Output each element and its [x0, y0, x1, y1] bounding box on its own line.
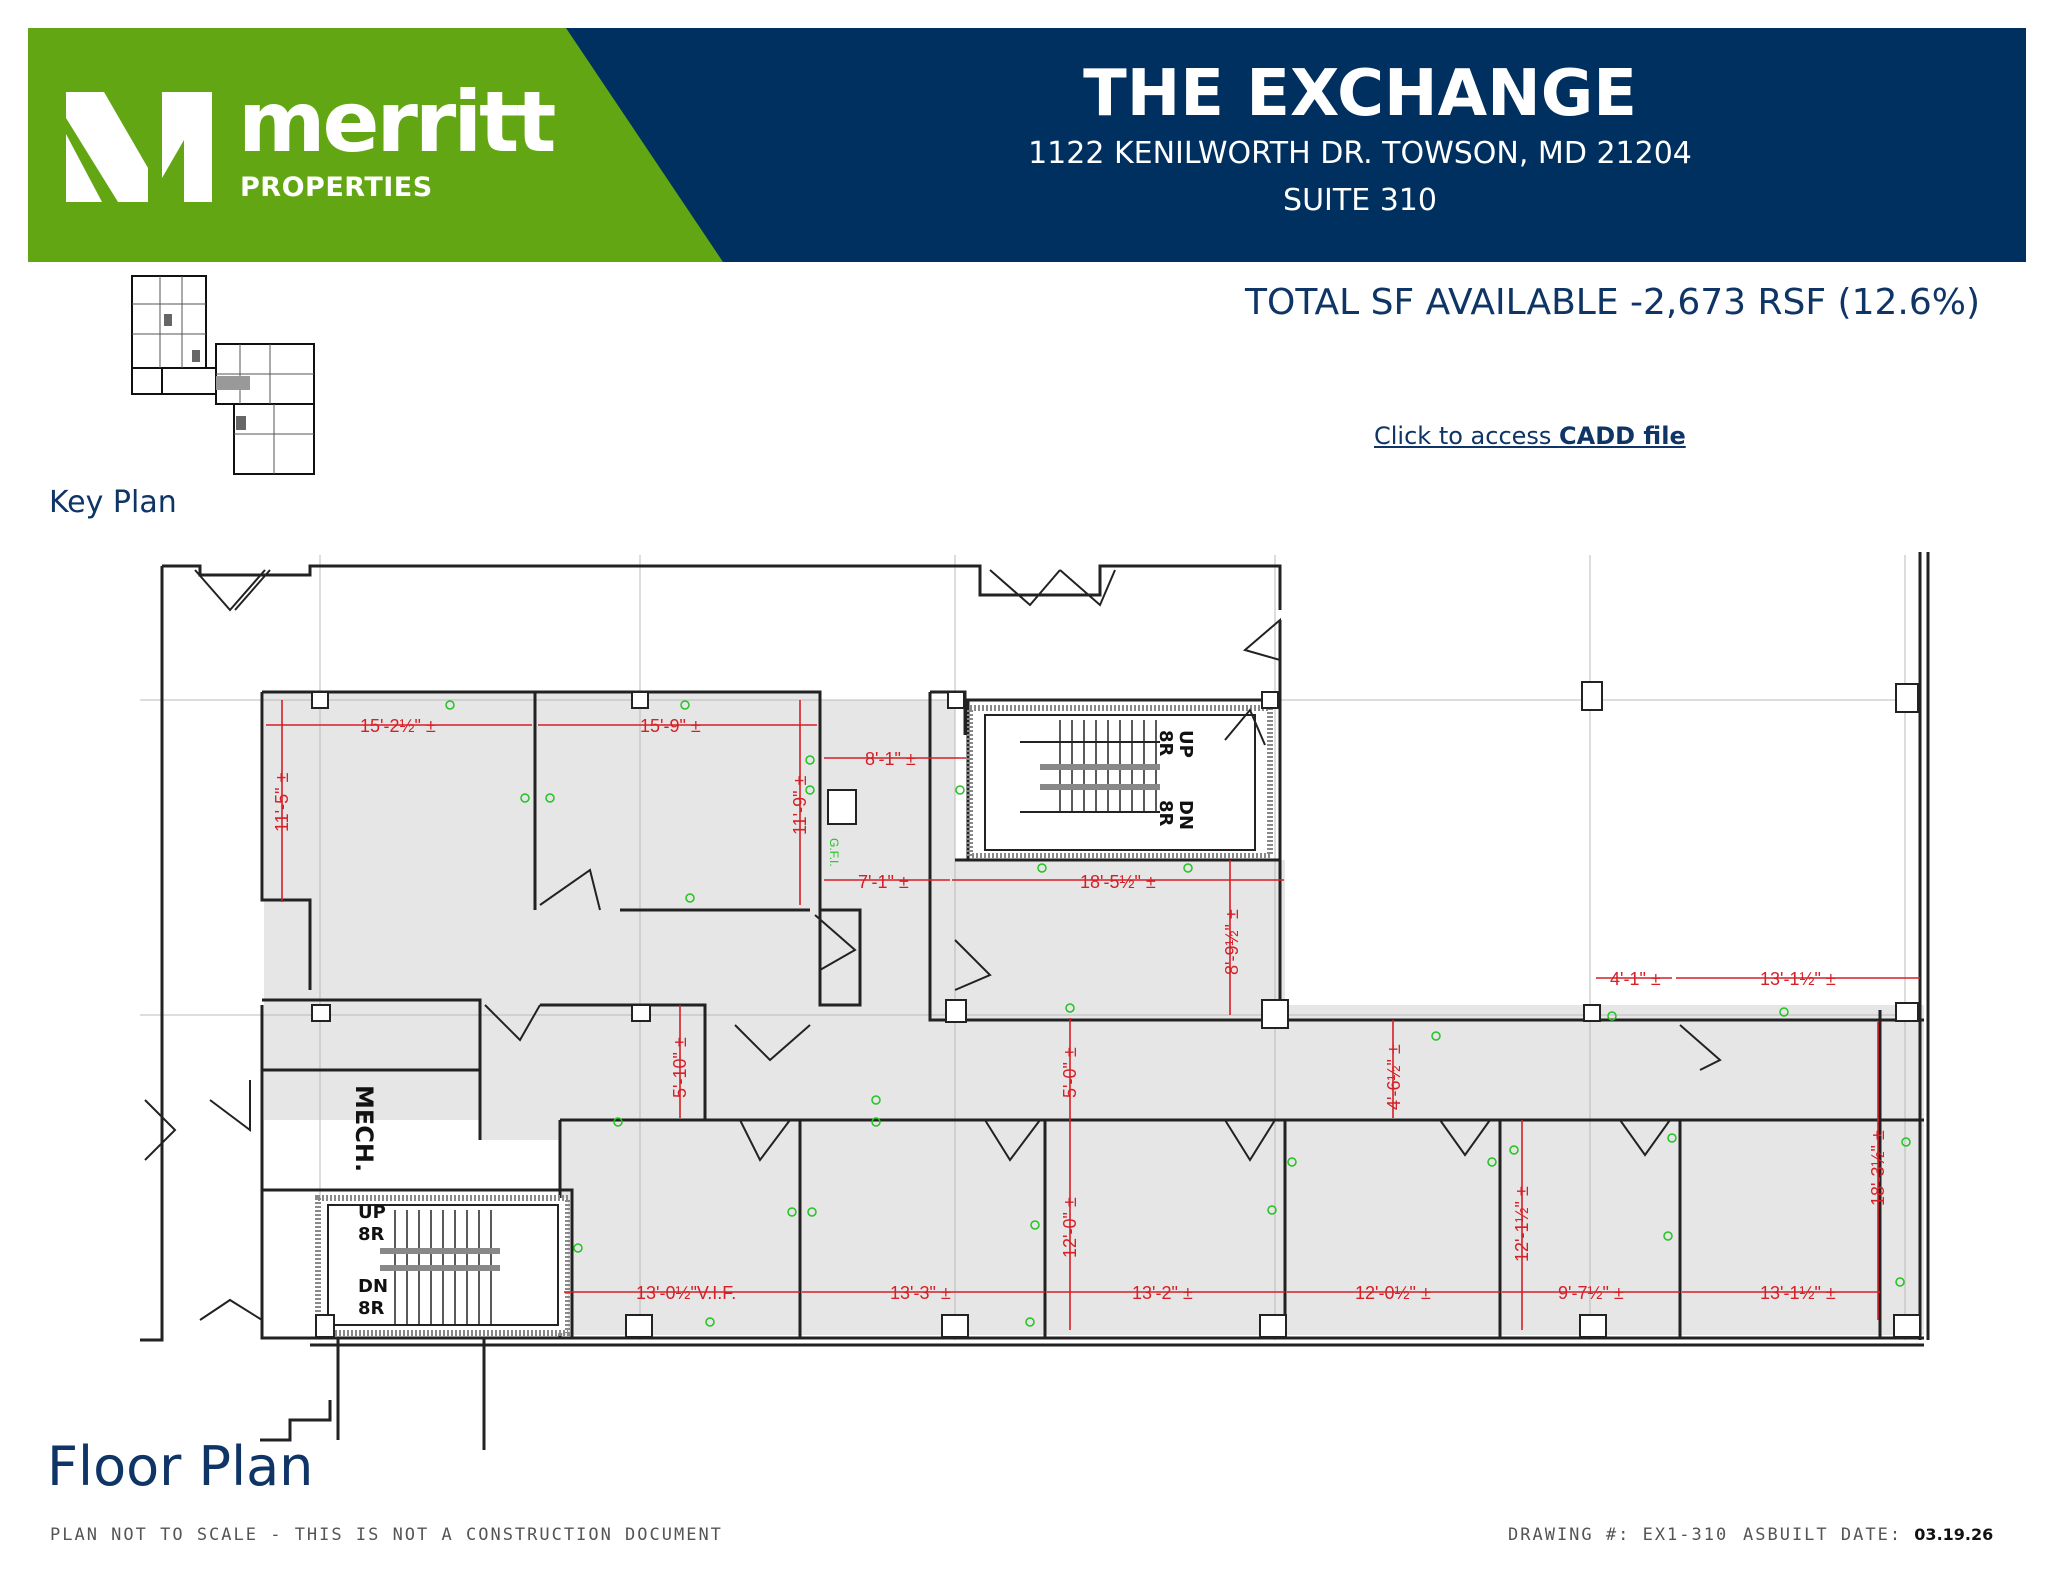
- dimension-label: 18'-3½" ±: [1868, 1130, 1888, 1206]
- cadd-file-link[interactable]: Click to access CADD file: [1374, 424, 1686, 448]
- stair-upper: [967, 705, 1273, 859]
- dimension-label: 11'-9" ±: [790, 775, 810, 835]
- dimension-label: 4'-1" ±: [1610, 969, 1661, 989]
- building-address: 1122 KENILWORTH DR. TOWSON, MD 21204: [1028, 136, 1692, 171]
- stair-dn-risers-upper: 8R: [1155, 800, 1176, 827]
- dimension-label: 8'-1" ±: [865, 749, 916, 769]
- structural-columns: [311, 681, 1921, 1338]
- asbuilt-date-value: 03.19.26: [1914, 1525, 1994, 1544]
- electrical-outlets: [445, 700, 1911, 1327]
- footer-disclaimer: PLAN NOT TO SCALE - THIS IS NOT A CONSTR…: [50, 1525, 723, 1545]
- dimension-label: 5'-10" ±: [670, 1037, 690, 1098]
- dimension-label: 18'-5½" ±: [1080, 872, 1156, 892]
- floor-plan-title: Floor Plan: [47, 1435, 314, 1498]
- column-grid: [140, 555, 1920, 1340]
- stair-up-label-lower: UP: [358, 1202, 386, 1223]
- key-plan-diagram: [131, 275, 315, 475]
- dimension-label: 12'-0½" ±: [1355, 1283, 1431, 1303]
- dimension-label: 9'-7½" ±: [1558, 1283, 1624, 1303]
- stair-dn-risers-lower: 8R: [358, 1298, 385, 1319]
- suite-number: SUITE 310: [1283, 183, 1437, 218]
- cadd-link-prefix: Click to access: [1374, 422, 1560, 450]
- dimension-label: 5'-0" ±: [1060, 1047, 1080, 1098]
- merritt-m-icon: [66, 92, 212, 202]
- dimension-label: 13'-1½" ±: [1760, 1283, 1836, 1303]
- stair-dn-label-lower: DN: [358, 1276, 388, 1297]
- dimension-lines: [266, 700, 1920, 1330]
- key-plan-label: Key Plan: [49, 485, 177, 520]
- asbuilt-label: ASBUILT DATE:: [1743, 1525, 1915, 1545]
- dimension-label: 12'-1½" ±: [1512, 1186, 1532, 1262]
- dimension-label: 8'-9½" ±: [1222, 909, 1242, 975]
- floor-plan-drawing: UP 8R DN 8R UP 8R DN 8R MECH.: [140, 552, 1930, 1450]
- gfi-label: G.F.I.: [827, 838, 841, 867]
- walls: [140, 552, 1930, 1450]
- dimension-label: 15'-9" ±: [640, 716, 701, 736]
- dimension-label: 13'-0½"V.I.F.: [636, 1283, 736, 1303]
- mech-room-label: MECH.: [350, 1085, 378, 1172]
- stair-up-risers-lower: 8R: [358, 1224, 385, 1245]
- stair-lower: [315, 1195, 571, 1336]
- dimension-label: 7'-1" ±: [858, 872, 909, 892]
- dimension-label: 13'-2" ±: [1132, 1283, 1193, 1303]
- stair-up-label-upper: UP: [1175, 730, 1196, 758]
- dimension-label: 13'-1½" ±: [1760, 969, 1836, 989]
- brand-wordmark: merritt: [238, 73, 556, 171]
- total-sf-available: TOTAL SF AVAILABLE -2,673 RSF (12.6%): [1245, 282, 1980, 323]
- header-banner: [28, 28, 2026, 262]
- dimension-label: 13'-3" ±: [890, 1283, 951, 1303]
- dimension-label: 4'-6½" ±: [1384, 1044, 1404, 1110]
- sink-icon: [827, 789, 857, 825]
- dimension-label: 11'-5" ±: [272, 772, 292, 832]
- stair-up-risers-upper: 8R: [1155, 730, 1176, 757]
- brand-subtitle: PROPERTIES: [240, 172, 433, 203]
- door-swings: [144, 569, 1722, 1321]
- dimension-label: 12'-0" ±: [1060, 1197, 1080, 1258]
- dimension-label: 15'-2½" ±: [360, 716, 436, 736]
- banner-green-panel: [28, 28, 723, 262]
- drawing-number: DRAWING #: EX1-310: [1508, 1525, 1729, 1545]
- asbuilt-date: ASBUILT DATE: 03.19.26: [1743, 1527, 1993, 1544]
- cadd-link-bold: CADD file: [1559, 422, 1686, 450]
- building-title: THE EXCHANGE: [1083, 57, 1637, 131]
- stair-dn-label-upper: DN: [1175, 800, 1196, 830]
